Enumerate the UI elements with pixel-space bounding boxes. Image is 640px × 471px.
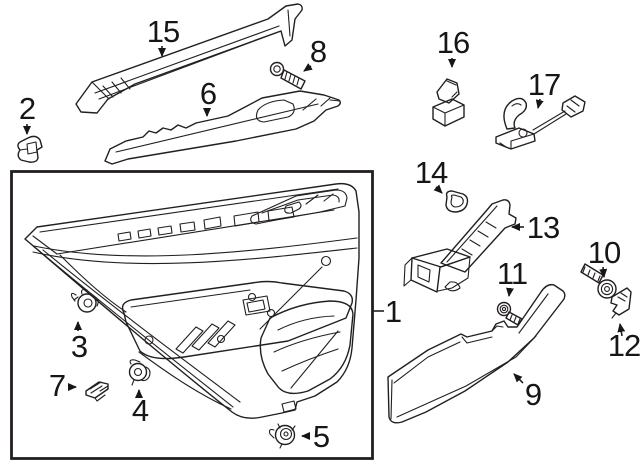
callout-3[interactable]: 3 bbox=[71, 321, 88, 364]
callout-17-label: 17 bbox=[528, 67, 560, 102]
callout-7-label: 7 bbox=[49, 368, 65, 403]
callout-11[interactable]: 11 bbox=[497, 256, 528, 297]
callout-12[interactable]: 12 bbox=[608, 323, 640, 363]
part-2-clip-drawing bbox=[17, 135, 43, 163]
callout-7[interactable]: 7 bbox=[49, 368, 77, 403]
part-5-clip-drawing bbox=[268, 423, 296, 449]
callout-6[interactable]: 6 bbox=[200, 76, 217, 117]
callout-8[interactable]: 8 bbox=[303, 34, 327, 72]
part-9-armrest-drawing bbox=[387, 283, 566, 424]
part-16-window-switch-drawing bbox=[432, 78, 465, 127]
part-13-handle-bracket-drawing bbox=[403, 199, 517, 293]
part-12-clip-drawing bbox=[610, 287, 632, 319]
part-17-lock-cable-drawing bbox=[495, 95, 586, 150]
callout-5[interactable]: 5 bbox=[301, 419, 330, 454]
callout-14[interactable]: 14 bbox=[415, 155, 449, 194]
part-1-door-trim-panel-drawing bbox=[24, 182, 360, 419]
callout-10-label: 10 bbox=[588, 235, 621, 270]
part-1-frame-box bbox=[10, 170, 374, 460]
callout-4[interactable]: 4 bbox=[132, 389, 150, 428]
part-8-bolt-drawing bbox=[269, 61, 306, 90]
callout-14-label: 14 bbox=[415, 155, 448, 190]
callout-15[interactable]: 15 bbox=[147, 14, 180, 57]
callout-16[interactable]: 16 bbox=[437, 25, 470, 68]
callout-9[interactable]: 9 bbox=[513, 373, 542, 412]
part-14-gasket-drawing bbox=[445, 190, 469, 213]
callout-3-label: 3 bbox=[71, 329, 87, 364]
callout-8-label: 8 bbox=[310, 34, 326, 69]
callout-5-label: 5 bbox=[313, 419, 329, 454]
callout-1[interactable]: 1 bbox=[372, 294, 402, 329]
callout-6-label: 6 bbox=[200, 76, 216, 111]
callout-16-label: 16 bbox=[437, 25, 469, 60]
callout-12-label: 12 bbox=[608, 328, 640, 363]
part-4-clip-drawing bbox=[128, 359, 151, 386]
callout-4-label: 4 bbox=[132, 393, 149, 428]
callout-1-label: 1 bbox=[385, 294, 401, 329]
callout-2-label: 2 bbox=[19, 91, 35, 126]
callout-11-label: 11 bbox=[497, 256, 527, 291]
callout-15-label: 15 bbox=[147, 14, 179, 49]
part-15-window-molding-drawing bbox=[75, 3, 303, 114]
callout-9-label: 9 bbox=[525, 377, 541, 412]
part-6-upper-trim-strip-drawing bbox=[104, 90, 341, 165]
part-7-clip-drawing bbox=[85, 381, 109, 402]
callout-2[interactable]: 2 bbox=[19, 91, 36, 135]
callout-17[interactable]: 17 bbox=[528, 67, 561, 109]
part-3-clip-drawing bbox=[70, 288, 99, 313]
callout-13[interactable]: 13 bbox=[511, 210, 560, 245]
callout-13-label: 13 bbox=[527, 210, 559, 245]
callout-10[interactable]: 10 bbox=[588, 235, 622, 278]
